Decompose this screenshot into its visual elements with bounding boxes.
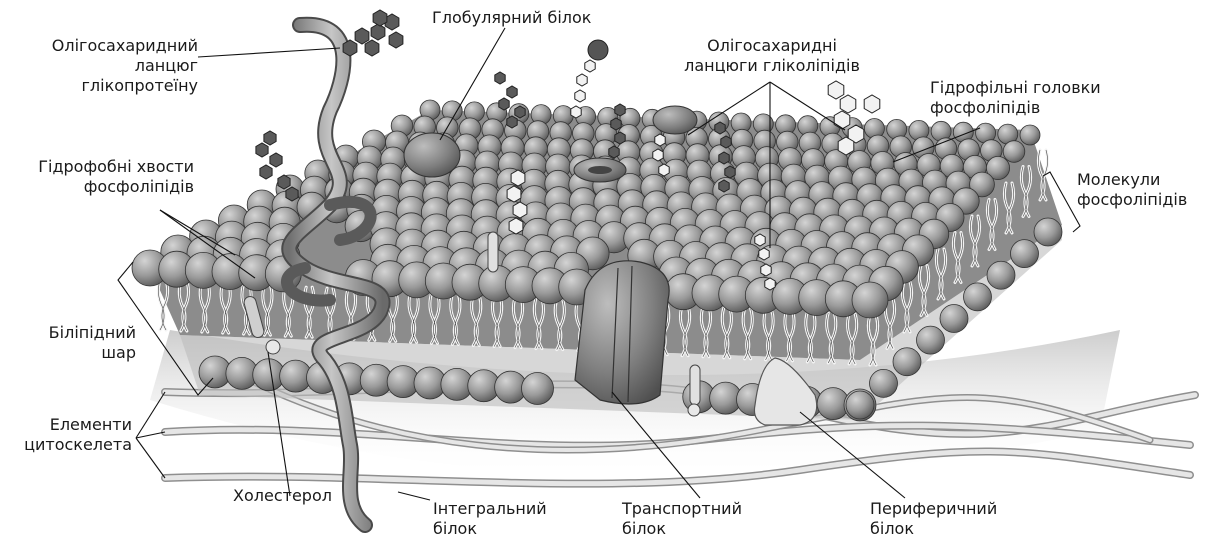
sugar-unit [585, 60, 595, 72]
sugar-unit [761, 264, 771, 276]
sugar-unit [653, 149, 663, 161]
sugar-unit [513, 202, 527, 218]
label-glycoprotein-chain: Олігосахаридний ланцюг глікопротеїну [8, 36, 198, 96]
label-phospholipid-molecules: Молекули фосфоліпідів [1077, 170, 1187, 210]
sugar-unit [864, 95, 880, 113]
phospholipid-head-lower [893, 348, 921, 376]
sugar-unit [838, 137, 854, 155]
phospholipid-head-lower [964, 283, 992, 311]
sugar-unit [511, 170, 525, 186]
phospholipid-head [852, 282, 888, 318]
label-glycolipid-chains: Олігосахаридні ланцюги гліколіпідів [672, 36, 872, 76]
sugar-unit [659, 164, 669, 176]
sugar-unit [373, 10, 387, 26]
sugar-unit [260, 165, 272, 179]
sugar-unit [575, 90, 585, 102]
phospholipid-head-lower [1034, 218, 1062, 246]
sugar-unit [588, 40, 608, 60]
sugar-unit [499, 98, 509, 110]
label-hydrophobic-tails: Гідрофобні хвости фосфоліпідів [6, 157, 194, 197]
sugar-unit [371, 24, 385, 40]
sugar-unit [719, 180, 729, 192]
sugar-unit [507, 116, 517, 128]
sugar-unit [609, 146, 619, 158]
sugar-unit [270, 153, 282, 167]
phospholipid-head-lower [522, 373, 554, 405]
sugar-unit [571, 106, 581, 118]
sugar-unit [840, 95, 856, 113]
label-bilayer: Біліпідний шар [10, 323, 136, 363]
sugar-unit [759, 248, 769, 260]
sugar-unit [725, 166, 735, 178]
sugar-unit [507, 186, 521, 202]
sugar-unit [577, 74, 587, 86]
phospholipid-head-lower [917, 326, 945, 354]
sugar-unit [509, 218, 523, 234]
phospholipid-head-lower [940, 305, 968, 333]
phospholipid-head-lower [846, 391, 874, 419]
sugar-unit [611, 118, 621, 130]
sugar-unit [834, 111, 850, 129]
sugar-unit [389, 32, 403, 48]
phospholipid-head [1003, 141, 1025, 163]
label-globular-protein: Глобулярний білок [432, 8, 591, 28]
sugar-unit [765, 278, 775, 290]
phospholipid-head-lower [1011, 240, 1039, 268]
sugar-unit [515, 106, 525, 118]
sugar-unit [365, 40, 379, 56]
label-cholesterol: Холестерол [233, 486, 332, 506]
sugar-unit [828, 81, 844, 99]
phospholipid-head-lower [870, 369, 898, 397]
globular-protein-2 [653, 106, 697, 134]
label-hydrophilic-heads: Гідрофільні головки фосфоліпідів [930, 78, 1101, 118]
sugar-unit [507, 86, 517, 98]
sugar-unit [719, 152, 729, 164]
label-cytoskeleton: Елементи цитоскелета [4, 415, 132, 455]
sugar-unit [721, 136, 731, 148]
sugar-unit [615, 104, 625, 116]
sugar-unit [278, 175, 290, 189]
phospholipid-head-lower [987, 261, 1015, 289]
sugar-unit [615, 132, 625, 144]
sugar-unit [495, 72, 505, 84]
label-peripheral-protein: Периферичний білок [870, 499, 997, 539]
sugar-unit [755, 234, 765, 246]
label-transport-protein: Транспортний білок [622, 499, 742, 539]
sugar-unit [264, 131, 276, 145]
transport-protein [575, 261, 669, 404]
sugar-unit [715, 122, 725, 134]
globular-protein [404, 133, 460, 177]
sugar-unit [343, 40, 357, 56]
sugar-unit [256, 143, 268, 157]
sugar-unit [355, 28, 369, 44]
label-integral-protein: Інтегральний білок [433, 499, 547, 539]
sugar-unit [286, 187, 298, 201]
phospholipid-head [1020, 125, 1040, 145]
sugar-unit [655, 134, 665, 146]
